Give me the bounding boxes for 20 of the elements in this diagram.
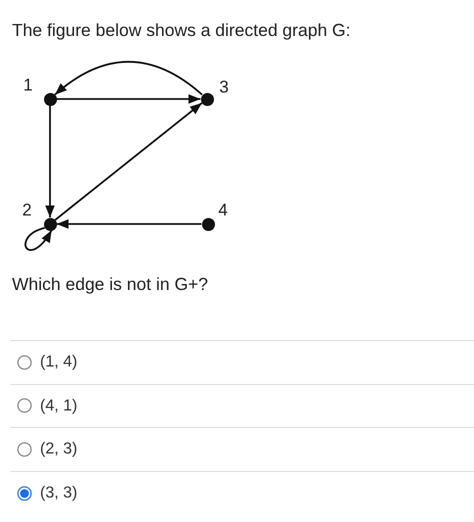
- self-loop-arrow: [24, 227, 52, 251]
- option-label: (4, 1): [40, 396, 78, 416]
- vertex-dot: [44, 92, 56, 106]
- arrow: [56, 219, 202, 229]
- arrow: [56, 94, 200, 104]
- question-text: Which edge is not in G+?: [12, 274, 208, 295]
- arrow: [45, 106, 55, 218]
- vertex-label: 2: [22, 200, 32, 220]
- arrow: [54, 102, 202, 221]
- vertex-label: 3: [219, 78, 229, 96]
- title: The figure below shows a directed graph G:: [12, 20, 351, 41]
- option-label: (2, 3): [40, 440, 78, 459]
- curved-arrow: [54, 61, 203, 96]
- vertex-dot: [44, 218, 56, 230]
- vertex-dot: [200, 92, 214, 106]
- option-label: (1, 4): [40, 352, 78, 372]
- vertex-label: 4: [218, 200, 228, 220]
- vertex-label: 1: [23, 76, 33, 94]
- vertex-dot: [202, 218, 214, 230]
- option-label: (3, 3): [40, 484, 78, 503]
